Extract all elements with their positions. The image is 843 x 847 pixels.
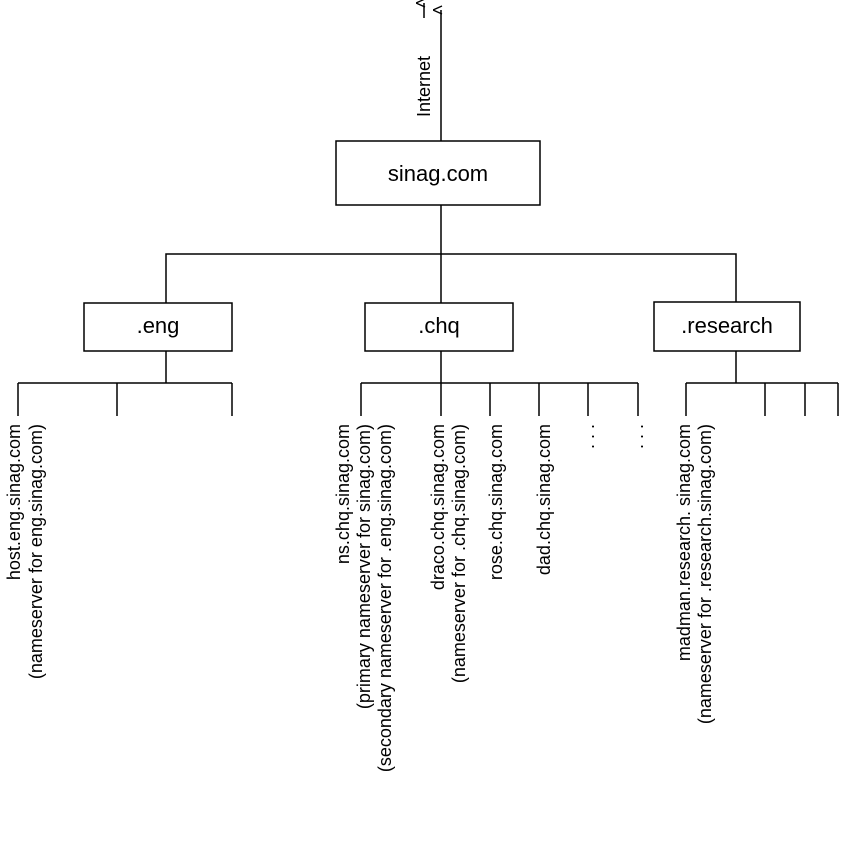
host-name: madman.research. sinag.com	[674, 424, 694, 661]
root-label: sinag.com	[388, 161, 488, 186]
root-to-domain-connectors	[165, 205, 737, 303]
domain-label-eng: .eng	[137, 313, 180, 338]
domain-node-chq: .chq	[364, 302, 514, 352]
chq-subtree-lines	[360, 351, 639, 416]
root-node: sinag.com	[335, 140, 541, 206]
host-note: (nameserver for .research.sinag.com)	[695, 424, 715, 724]
domain-node-eng: .eng	[83, 302, 233, 352]
domain-label-chq: .chq	[418, 313, 460, 338]
domain-node-research: .research	[653, 301, 801, 352]
internet-label: Internet	[414, 56, 434, 117]
host-note: (primary nameserver for sinag.com)	[354, 424, 374, 709]
host-ellipsis: . . .	[627, 424, 647, 449]
host-note: (nameserver for .chq.sinag.com)	[449, 424, 469, 683]
research-subtree-lines	[685, 351, 839, 416]
host-labels: host.eng.sinag.com (nameserver for eng.s…	[4, 424, 715, 772]
eng-subtree-lines	[17, 351, 233, 416]
host-name: ns.chq.sinag.com	[333, 424, 353, 564]
internet-connection	[424, 3, 441, 141]
domain-label-research: .research	[681, 313, 773, 338]
host-name: host.eng.sinag.com	[4, 424, 24, 580]
host-name: dad.chq.sinag.com	[534, 424, 554, 575]
host-name: rose.chq.sinag.com	[486, 424, 506, 580]
host-name: draco.chq.sinag.com	[428, 424, 448, 590]
host-note: (secondary nameserver for .eng.sinag.com…	[375, 424, 395, 772]
host-ellipsis: . . .	[578, 424, 598, 449]
host-note: (nameserver for eng.sinag.com)	[26, 424, 46, 679]
